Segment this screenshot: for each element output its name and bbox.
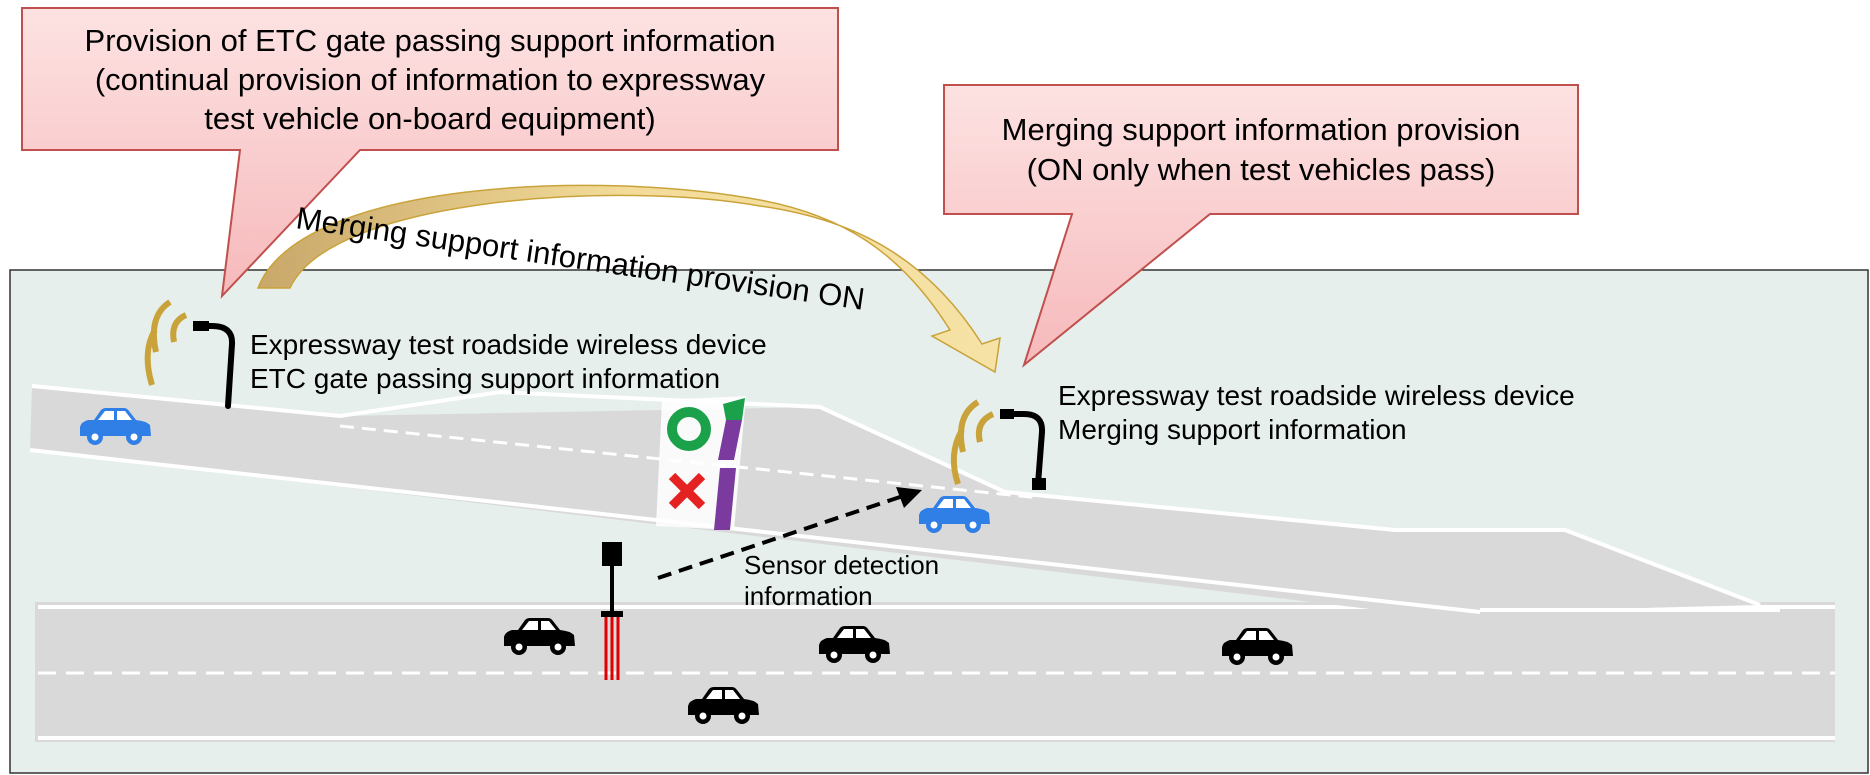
right-device-info: Merging support information <box>1058 414 1407 445</box>
callout-left-line-2: (continual provision of information to e… <box>95 62 766 97</box>
antenna-icon <box>194 323 236 409</box>
callout-right: Merging support information provision (O… <box>943 84 1579 368</box>
left-roadside-device <box>144 299 236 409</box>
cross-ng-icon <box>668 472 706 510</box>
callout-left: Provision of ETC gate passing support in… <box>21 7 839 299</box>
callout-right-line-2: (ON only when test vehicles pass) <box>1027 152 1496 187</box>
sensor-detection-arrow <box>657 487 922 580</box>
sensor-pole-icon <box>601 542 623 680</box>
antenna-icon <box>1005 411 1046 487</box>
left-device-info: ETC gate passing support information <box>250 363 720 394</box>
sensor-label-line-1: Sensor detection <box>744 550 939 580</box>
circle-ok-icon <box>667 407 711 451</box>
ramp-lane-divider <box>339 424 1041 500</box>
main-expressway <box>35 602 1835 742</box>
left-device-name: Expressway test roadside wireless device <box>250 329 767 360</box>
callout-right-line-1: Merging support information provision <box>1002 112 1521 147</box>
sensor-label-line-2: information <box>744 581 873 611</box>
right-device-name: Expressway test roadside wireless device <box>1058 380 1575 411</box>
wave-icon <box>144 299 188 386</box>
gate-bar-icon <box>718 420 742 460</box>
callout-left-line-1: Provision of ETC gate passing support in… <box>85 23 776 58</box>
right-roadside-device <box>950 399 1046 490</box>
etc-gate-sign <box>656 396 746 530</box>
callout-left-line-3: test vehicle on-board equipment) <box>204 101 655 136</box>
wave-icon <box>950 399 995 485</box>
